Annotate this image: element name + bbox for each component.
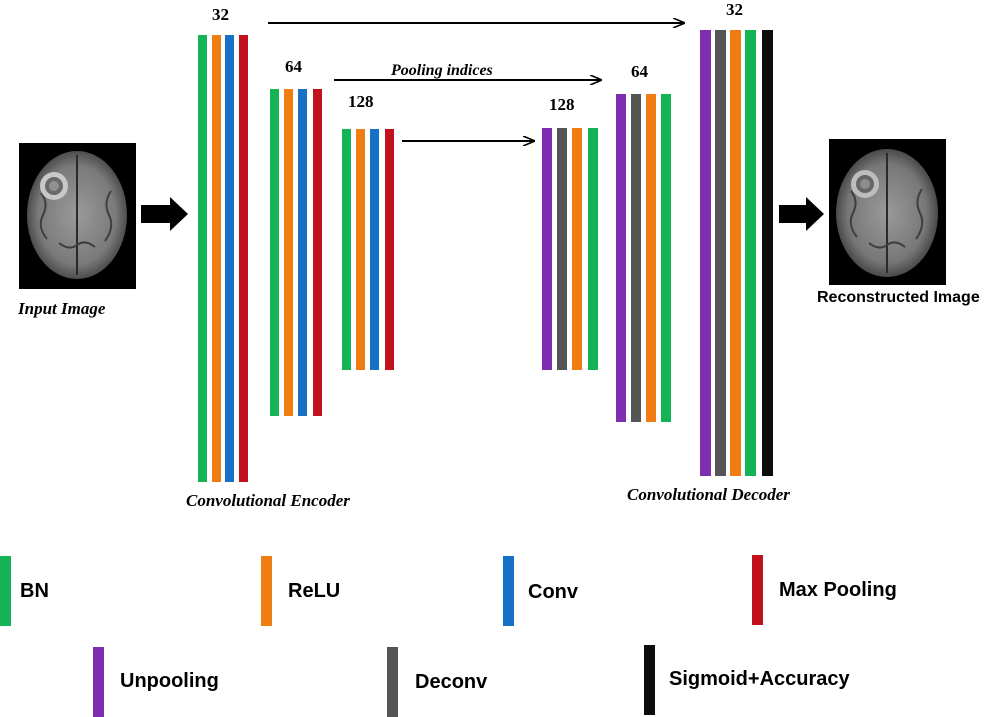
encoder-128-conv-bar	[370, 129, 379, 370]
encoder-64-maxpool-bar	[313, 89, 322, 416]
legend-label-bn: BN	[20, 580, 49, 602]
encoder-32-bn-bar	[198, 35, 207, 482]
encoder-128-maxpool-bar	[385, 129, 394, 370]
encoder-count-32: 32	[212, 5, 229, 24]
reconstructed-image-caption: Reconstructed Image	[817, 289, 980, 306]
decoder-32-relu-bar	[730, 30, 741, 476]
legend-swatch-deconv	[387, 647, 398, 717]
reconstructed-image	[829, 139, 946, 285]
input-image	[19, 143, 136, 289]
legend-swatch-maxpool	[752, 555, 763, 625]
decoder-32-sigmoid-bar	[762, 30, 773, 476]
legend-swatch-conv	[503, 556, 514, 626]
legend-label-maxpool: Max Pooling	[779, 579, 897, 601]
pooling-indices-label: Pooling indices	[391, 62, 493, 79]
decoder-128-relu-bar	[572, 128, 582, 370]
decoder-32-deconv-bar	[715, 30, 726, 476]
decoder-64-relu-bar	[646, 94, 656, 422]
encoder-128-bn-bar	[342, 129, 351, 370]
decoder-64-bn-bar	[661, 94, 671, 422]
decoder-32-bn-bar	[745, 30, 756, 476]
legend-label-sigmoid: Sigmoid+Accuracy	[669, 668, 850, 690]
encoder-64-relu-bar	[284, 89, 293, 416]
legend-label-unpooling: Unpooling	[120, 670, 219, 692]
legend-label-relu: ReLU	[288, 580, 341, 602]
legend-swatch-sigmoid	[644, 645, 655, 715]
decoder-128-unpool-bar	[542, 128, 552, 370]
input-block-arrow	[141, 197, 188, 231]
decoder-caption: Convolutional Decoder	[627, 485, 790, 504]
decoder-64-deconv-bar	[631, 94, 641, 422]
encoder-32-maxpool-bar	[239, 35, 248, 482]
legend-swatch-unpooling	[93, 647, 104, 717]
decoder-count-128: 128	[549, 95, 575, 114]
decoder-128-deconv-bar	[557, 128, 567, 370]
output-block-arrow	[779, 197, 824, 231]
encoder-count-64: 64	[285, 57, 302, 76]
decoder-count-64: 64	[631, 62, 648, 81]
decoder-128-bn-bar	[588, 128, 598, 370]
input-image-caption: Input Image	[18, 299, 106, 318]
decoder-32-unpool-bar	[700, 30, 711, 476]
encoder-32-conv-bar	[225, 35, 234, 482]
decoder-64-unpool-bar	[616, 94, 626, 422]
legend-label-conv: Conv	[528, 581, 578, 603]
legend-swatch-relu	[261, 556, 272, 626]
encoder-64-bn-bar	[270, 89, 279, 416]
encoder-64-conv-bar	[298, 89, 307, 416]
encoder-128-relu-bar	[356, 129, 365, 370]
decoder-count-32: 32	[726, 0, 743, 19]
legend-label-deconv: Deconv	[415, 671, 488, 693]
legend-swatch-bn	[0, 556, 11, 626]
encoder-caption: Convolutional Encoder	[186, 491, 350, 510]
encoder-32-relu-bar	[212, 35, 221, 482]
encoder-count-128: 128	[348, 92, 374, 111]
